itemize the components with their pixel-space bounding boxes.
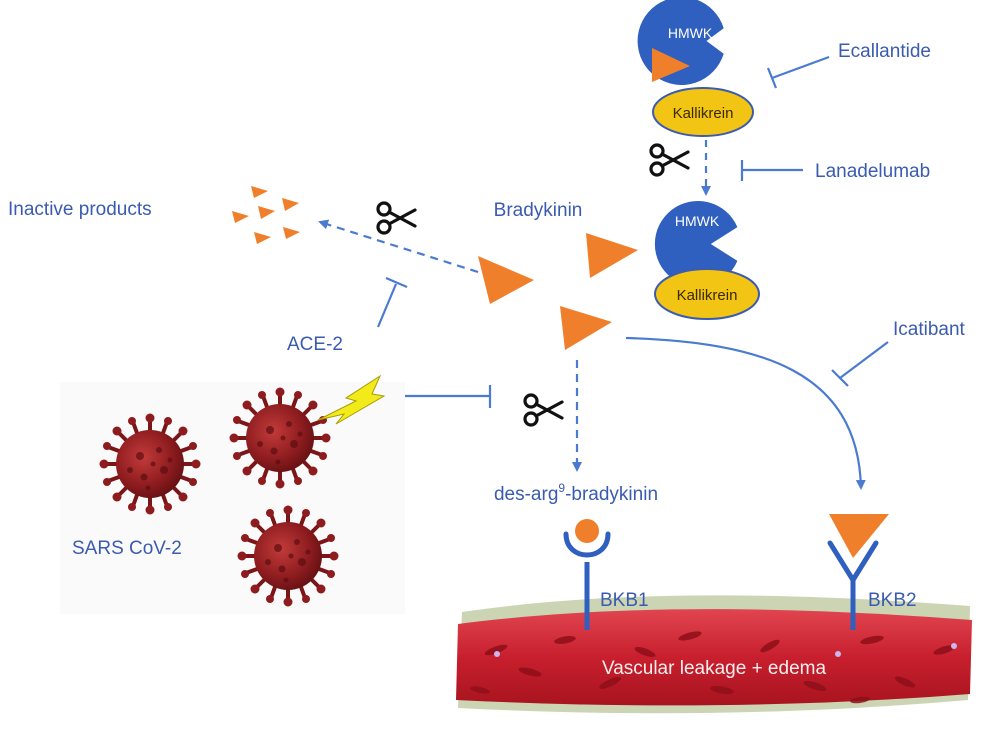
scissors-icon bbox=[649, 143, 690, 177]
vascular-leakage-label: Vascular leakage + edema bbox=[602, 658, 827, 679]
bkb2-binding-arrow bbox=[625, 336, 866, 490]
virus-icon bbox=[227, 385, 333, 491]
sars-cov2-label: SARS CoV-2 bbox=[72, 538, 182, 559]
degradation-arrow bbox=[318, 219, 479, 274]
inactive-product-fragments bbox=[232, 186, 300, 244]
bkb1-label: BKB1 bbox=[600, 590, 649, 611]
lanadelumab-label: Lanadelumab bbox=[815, 161, 930, 182]
bradykinin-ligand bbox=[829, 514, 889, 558]
hmwk-label: HMWK bbox=[668, 25, 713, 41]
bradykinin-label: Bradykinin bbox=[494, 200, 583, 221]
lanadelumab-inhibition bbox=[740, 160, 803, 181]
des-arg9-bradykinin-label: des-arg9-bradykinin bbox=[494, 481, 658, 505]
kallikrein-hmwk-complex-top: HMWK Kallikrein bbox=[637, 0, 754, 137]
bradykinin-triangle bbox=[586, 233, 638, 278]
bradykinin-triangle bbox=[560, 306, 612, 350]
des-arg9-bradykinin-ligand bbox=[575, 519, 599, 543]
icatibant-inhibition bbox=[831, 341, 889, 387]
ace2-inhibition-conversion bbox=[400, 385, 492, 408]
ecallantide-inhibition bbox=[766, 55, 830, 89]
scissors-icon bbox=[523, 393, 564, 427]
blood-vessel: Vascular leakage + edema bbox=[456, 595, 972, 714]
bradykinin-triangle bbox=[478, 256, 534, 304]
virus-panel bbox=[60, 382, 405, 614]
lightning-icon bbox=[317, 374, 386, 425]
kallikrein-hmwk-complex-bottom: HMWK Kallikrein bbox=[654, 200, 760, 320]
virus-icon bbox=[235, 503, 341, 609]
kallikrein-label: Kallikrein bbox=[677, 287, 738, 304]
bradykinin-molecules bbox=[478, 233, 638, 350]
inactive-products-label: Inactive products bbox=[8, 199, 152, 220]
bkb2-receptor bbox=[827, 514, 889, 630]
ace2-inhibition-degradation bbox=[376, 276, 408, 328]
bkb1-receptor bbox=[563, 519, 611, 630]
kallikrein-label: Kallikrein bbox=[673, 105, 734, 122]
icatibant-label: Icatibant bbox=[893, 319, 966, 340]
virus-icon bbox=[97, 411, 203, 517]
scissors-icon bbox=[376, 201, 417, 235]
bkb2-label: BKB2 bbox=[868, 590, 917, 611]
ecallantide-label: Ecallantide bbox=[838, 41, 931, 62]
ace2-label: ACE-2 bbox=[287, 334, 343, 355]
hmwk-label: HMWK bbox=[675, 213, 720, 229]
